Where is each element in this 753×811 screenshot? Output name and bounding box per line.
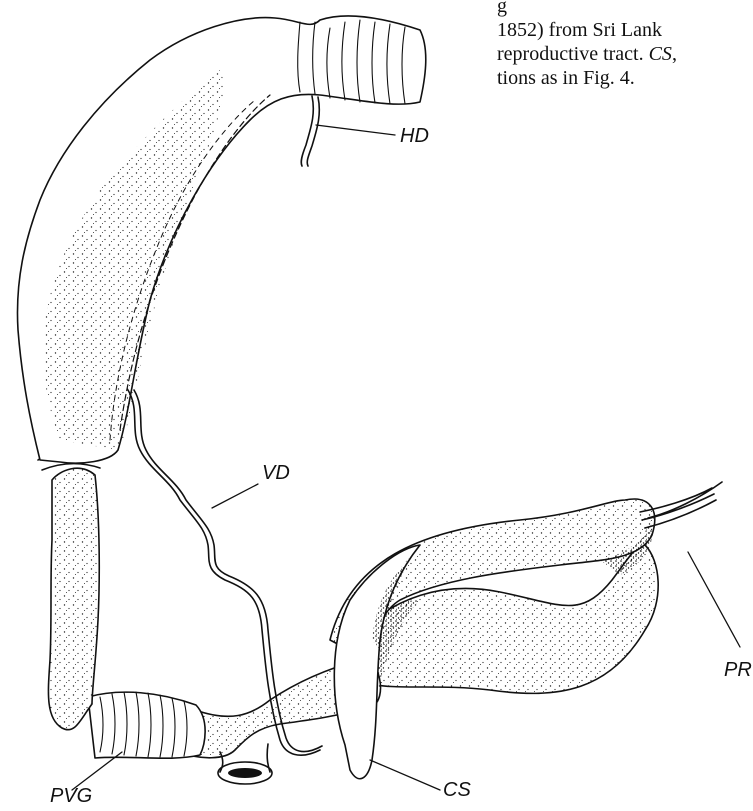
caption-line-2: 1852) from Sri Lank (497, 18, 753, 42)
leader-vd (212, 484, 258, 508)
leader-hd (316, 125, 395, 135)
label-pvg: PVG (50, 786, 92, 806)
caption-line-4: tions as in Fig. 4. (497, 66, 753, 90)
label-cs: CS (443, 780, 471, 800)
caption-line-1: g (497, 0, 753, 18)
label-hd: HD (400, 126, 429, 146)
hermaphrodite-duct (301, 96, 319, 166)
label-vd: VD (262, 463, 290, 483)
genital-pore-inner (228, 768, 262, 778)
figure-caption: g 1852) from Sri Lank reproductive tract… (497, 0, 753, 90)
label-pr: PR (724, 660, 752, 680)
caption-line-3: reproductive tract. CS, (497, 42, 753, 66)
oviduct-lower-stipple (48, 468, 99, 730)
leader-cs (370, 760, 440, 790)
leader-pr (688, 552, 740, 647)
perivaginal-gland (88, 692, 205, 758)
